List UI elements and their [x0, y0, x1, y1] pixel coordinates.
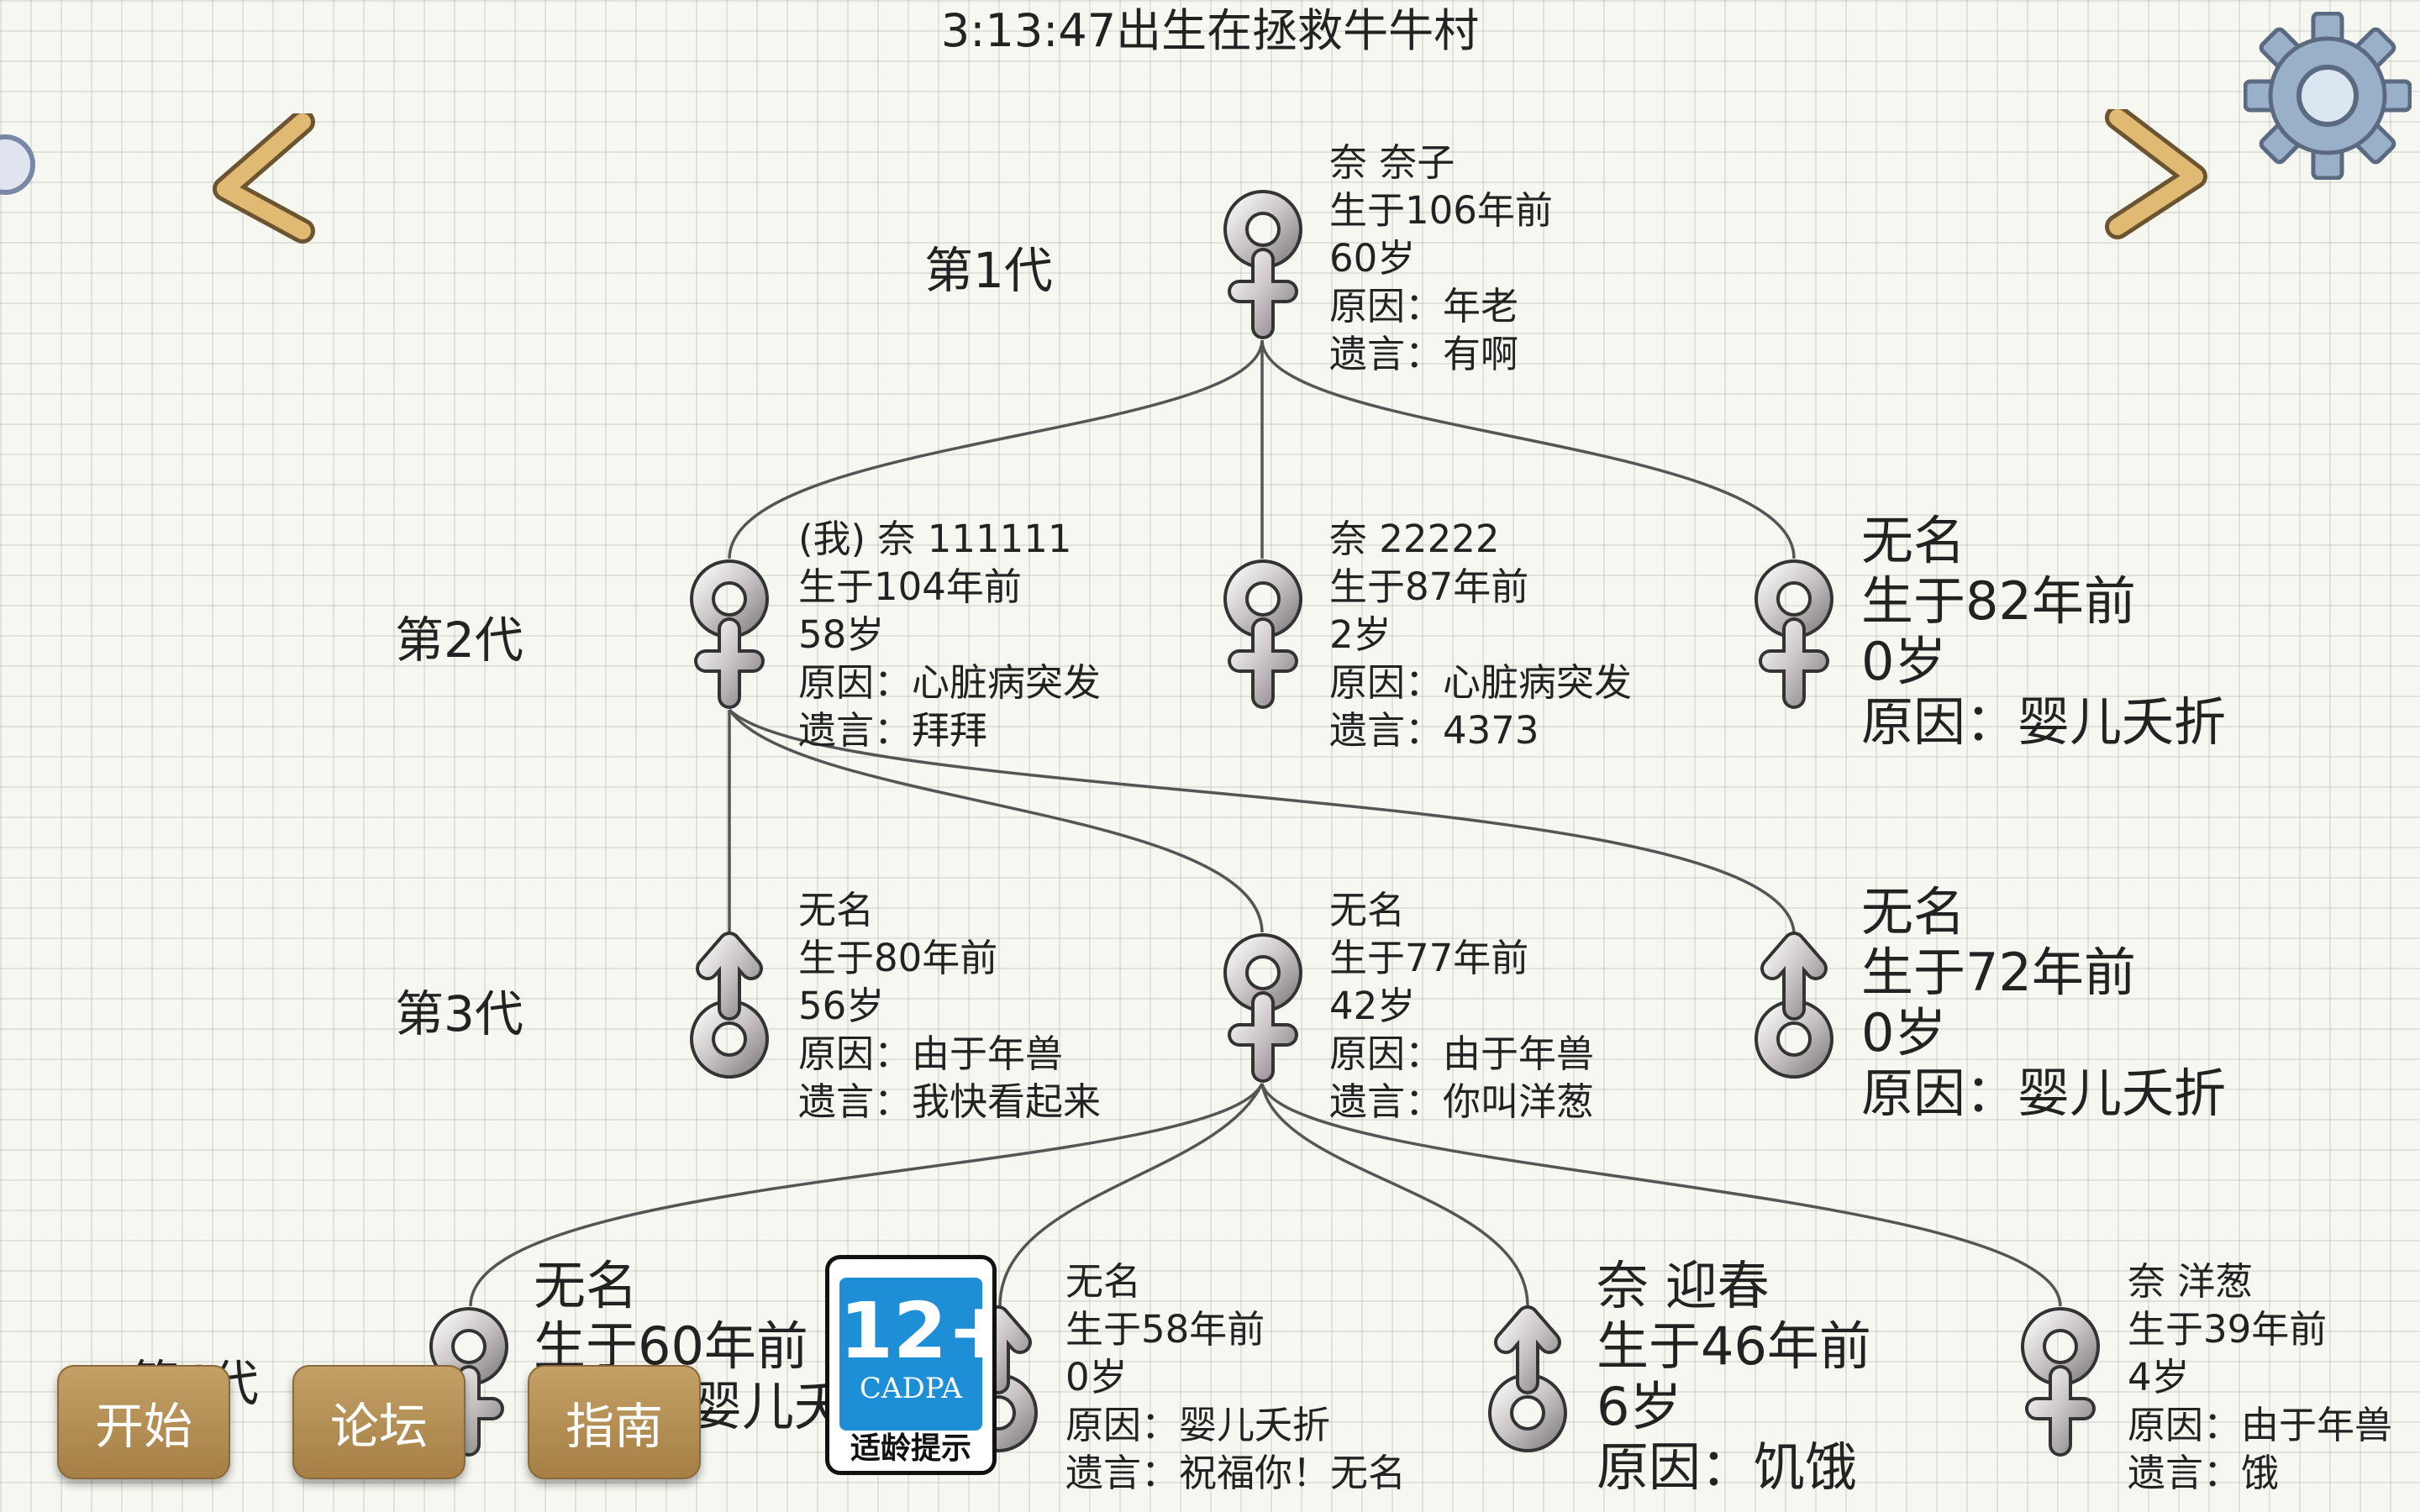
member-born: 生于58年前: [1065, 1307, 1265, 1352]
member-name: 无名: [798, 888, 875, 932]
member-age: 42岁: [1329, 984, 1416, 1028]
member-born: 生于39年前: [2128, 1307, 2328, 1352]
female-symbol-icon[interactable]: [689, 559, 770, 710]
member-cause: 原因：年老: [1329, 284, 1519, 328]
member-name: 无名: [1861, 510, 1966, 571]
member-age: 56岁: [798, 984, 885, 1028]
member-name: 奈 洋葱: [2128, 1259, 2254, 1304]
member-info-g4c: 奈 迎春 生于46年前 6岁 原因：饥饿: [1597, 1256, 1871, 1498]
member-age: 6岁: [1597, 1376, 1682, 1437]
member-info-g4b: 无名 生于58年前 0岁 原因：婴儿夭折 遗言：祝福你！无名: [1065, 1257, 1406, 1497]
age-rating: 12+: [839, 1286, 997, 1376]
male-symbol-icon[interactable]: [689, 928, 770, 1079]
member-last-words: 遗言：你叫洋葱: [1329, 1079, 1595, 1124]
male-symbol-icon[interactable]: [1754, 928, 1834, 1079]
member-born: 生于104年前: [798, 564, 1022, 609]
member-name: 无名: [1861, 881, 1966, 942]
male-symbol-icon[interactable]: [1487, 1302, 1568, 1453]
member-info-g3b: 无名 生于77年前 42岁 原因：由于年兽 遗言：你叫洋葱: [1329, 886, 1594, 1126]
member-cause: 原因：婴儿夭折: [1065, 1403, 1331, 1447]
member-born: 生于72年前: [1861, 942, 2136, 1003]
age-hint: 适龄提示: [850, 1431, 971, 1466]
member-name: 无名: [534, 1255, 639, 1316]
member-born: 生于80年前: [798, 936, 998, 980]
member-age: 0岁: [1065, 1355, 1128, 1399]
chevron-right-icon[interactable]: [2101, 109, 2210, 239]
page-title: 3:13:47出生在拯救牛牛村: [940, 4, 1480, 57]
member-last-words: 遗言：拜拜: [798, 708, 988, 753]
member-age: 58岁: [798, 612, 885, 657]
member-info-g3c: 无名 生于72年前 0岁 原因：婴儿夭折: [1861, 882, 2226, 1124]
start-button[interactable]: 开始: [57, 1365, 230, 1479]
member-info-g1: 奈 奈子 生于106年前 60岁 原因：年老 遗言：有啊: [1329, 139, 1553, 378]
member-cause: 原因：心脏病突发: [798, 660, 1102, 705]
female-symbol-icon[interactable]: [1223, 932, 1303, 1084]
member-name: 奈 奈子: [1329, 140, 1455, 185]
member-last-words: 遗言：饿: [2128, 1451, 2280, 1495]
member-last-words: 遗言：我快看起来: [798, 1079, 1102, 1124]
guide-button[interactable]: 指南: [528, 1365, 701, 1479]
member-name: 奈 22222: [1329, 517, 1500, 561]
member-cause: 原因：婴儿夭折: [1861, 1063, 2227, 1124]
member-born: 生于82年前: [1861, 570, 2136, 632]
age-rating-box: 12+ CADPA: [839, 1278, 997, 1431]
member-name: 无名: [1065, 1259, 1142, 1304]
member-born: 生于77年前: [1329, 936, 1529, 980]
member-born: 生于87年前: [1329, 564, 1529, 609]
rating-org: CADPA: [859, 1372, 963, 1405]
member-cause: 原因：心脏病突发: [1329, 660, 1633, 705]
member-age: 0岁: [1861, 631, 1947, 692]
member-age: 60岁: [1329, 236, 1416, 281]
female-symbol-icon[interactable]: [1223, 559, 1303, 710]
member-born: 生于46年前: [1597, 1315, 1871, 1377]
member-info-g2a: (我) 奈 111111 生于104年前 58岁 原因：心脏病突发 遗言：拜拜: [798, 515, 1101, 754]
member-info-g2b: 奈 22222 生于87年前 2岁 原因：心脏病突发 遗言：4373: [1329, 515, 1632, 754]
member-last-words: 遗言：有啊: [1329, 332, 1519, 376]
gear-icon[interactable]: [2244, 12, 2412, 180]
age-rating-badge: 12+ CADPA 适龄提示: [825, 1255, 997, 1475]
member-cause: 原因：由于年兽: [2128, 1403, 2393, 1447]
generation-label-3: 第3代: [395, 985, 523, 1042]
member-cause: 原因：由于年兽: [798, 1032, 1064, 1076]
member-age: 4岁: [2128, 1355, 2190, 1399]
member-name: 奈 迎春: [1597, 1255, 1770, 1316]
member-last-words: 遗言：4373: [1329, 708, 1539, 753]
member-age: 2岁: [1329, 612, 1392, 657]
member-info-g4d: 奈 洋葱 生于39年前 4岁 原因：由于年兽 遗言：饿: [2128, 1257, 2392, 1497]
female-symbol-icon[interactable]: [1754, 559, 1834, 710]
member-cause: 原因：饥饿: [1597, 1436, 1858, 1498]
member-age: 0岁: [1861, 1002, 1947, 1063]
female-symbol-icon[interactable]: [1223, 189, 1303, 340]
chevron-left-icon[interactable]: [210, 113, 319, 244]
member-name: (我) 奈 111111: [798, 517, 1072, 561]
generation-label-2: 第2代: [395, 612, 523, 669]
member-last-words: 遗言：祝福你！无名: [1065, 1451, 1407, 1495]
member-born: 生于106年前: [1329, 188, 1553, 233]
generation-label-1: 第1代: [924, 242, 1053, 299]
forum-button[interactable]: 论坛: [292, 1365, 466, 1479]
member-cause: 原因：婴儿夭折: [1861, 691, 2227, 753]
member-cause: 原因：由于年兽: [1329, 1032, 1595, 1076]
member-info-g3a: 无名 生于80年前 56岁 原因：由于年兽 遗言：我快看起来: [798, 886, 1101, 1126]
member-name: 无名: [1329, 888, 1406, 932]
member-info-g2c: 无名 生于82年前 0岁 原因：婴儿夭折: [1861, 511, 2226, 753]
female-symbol-icon[interactable]: [2020, 1306, 2101, 1457]
